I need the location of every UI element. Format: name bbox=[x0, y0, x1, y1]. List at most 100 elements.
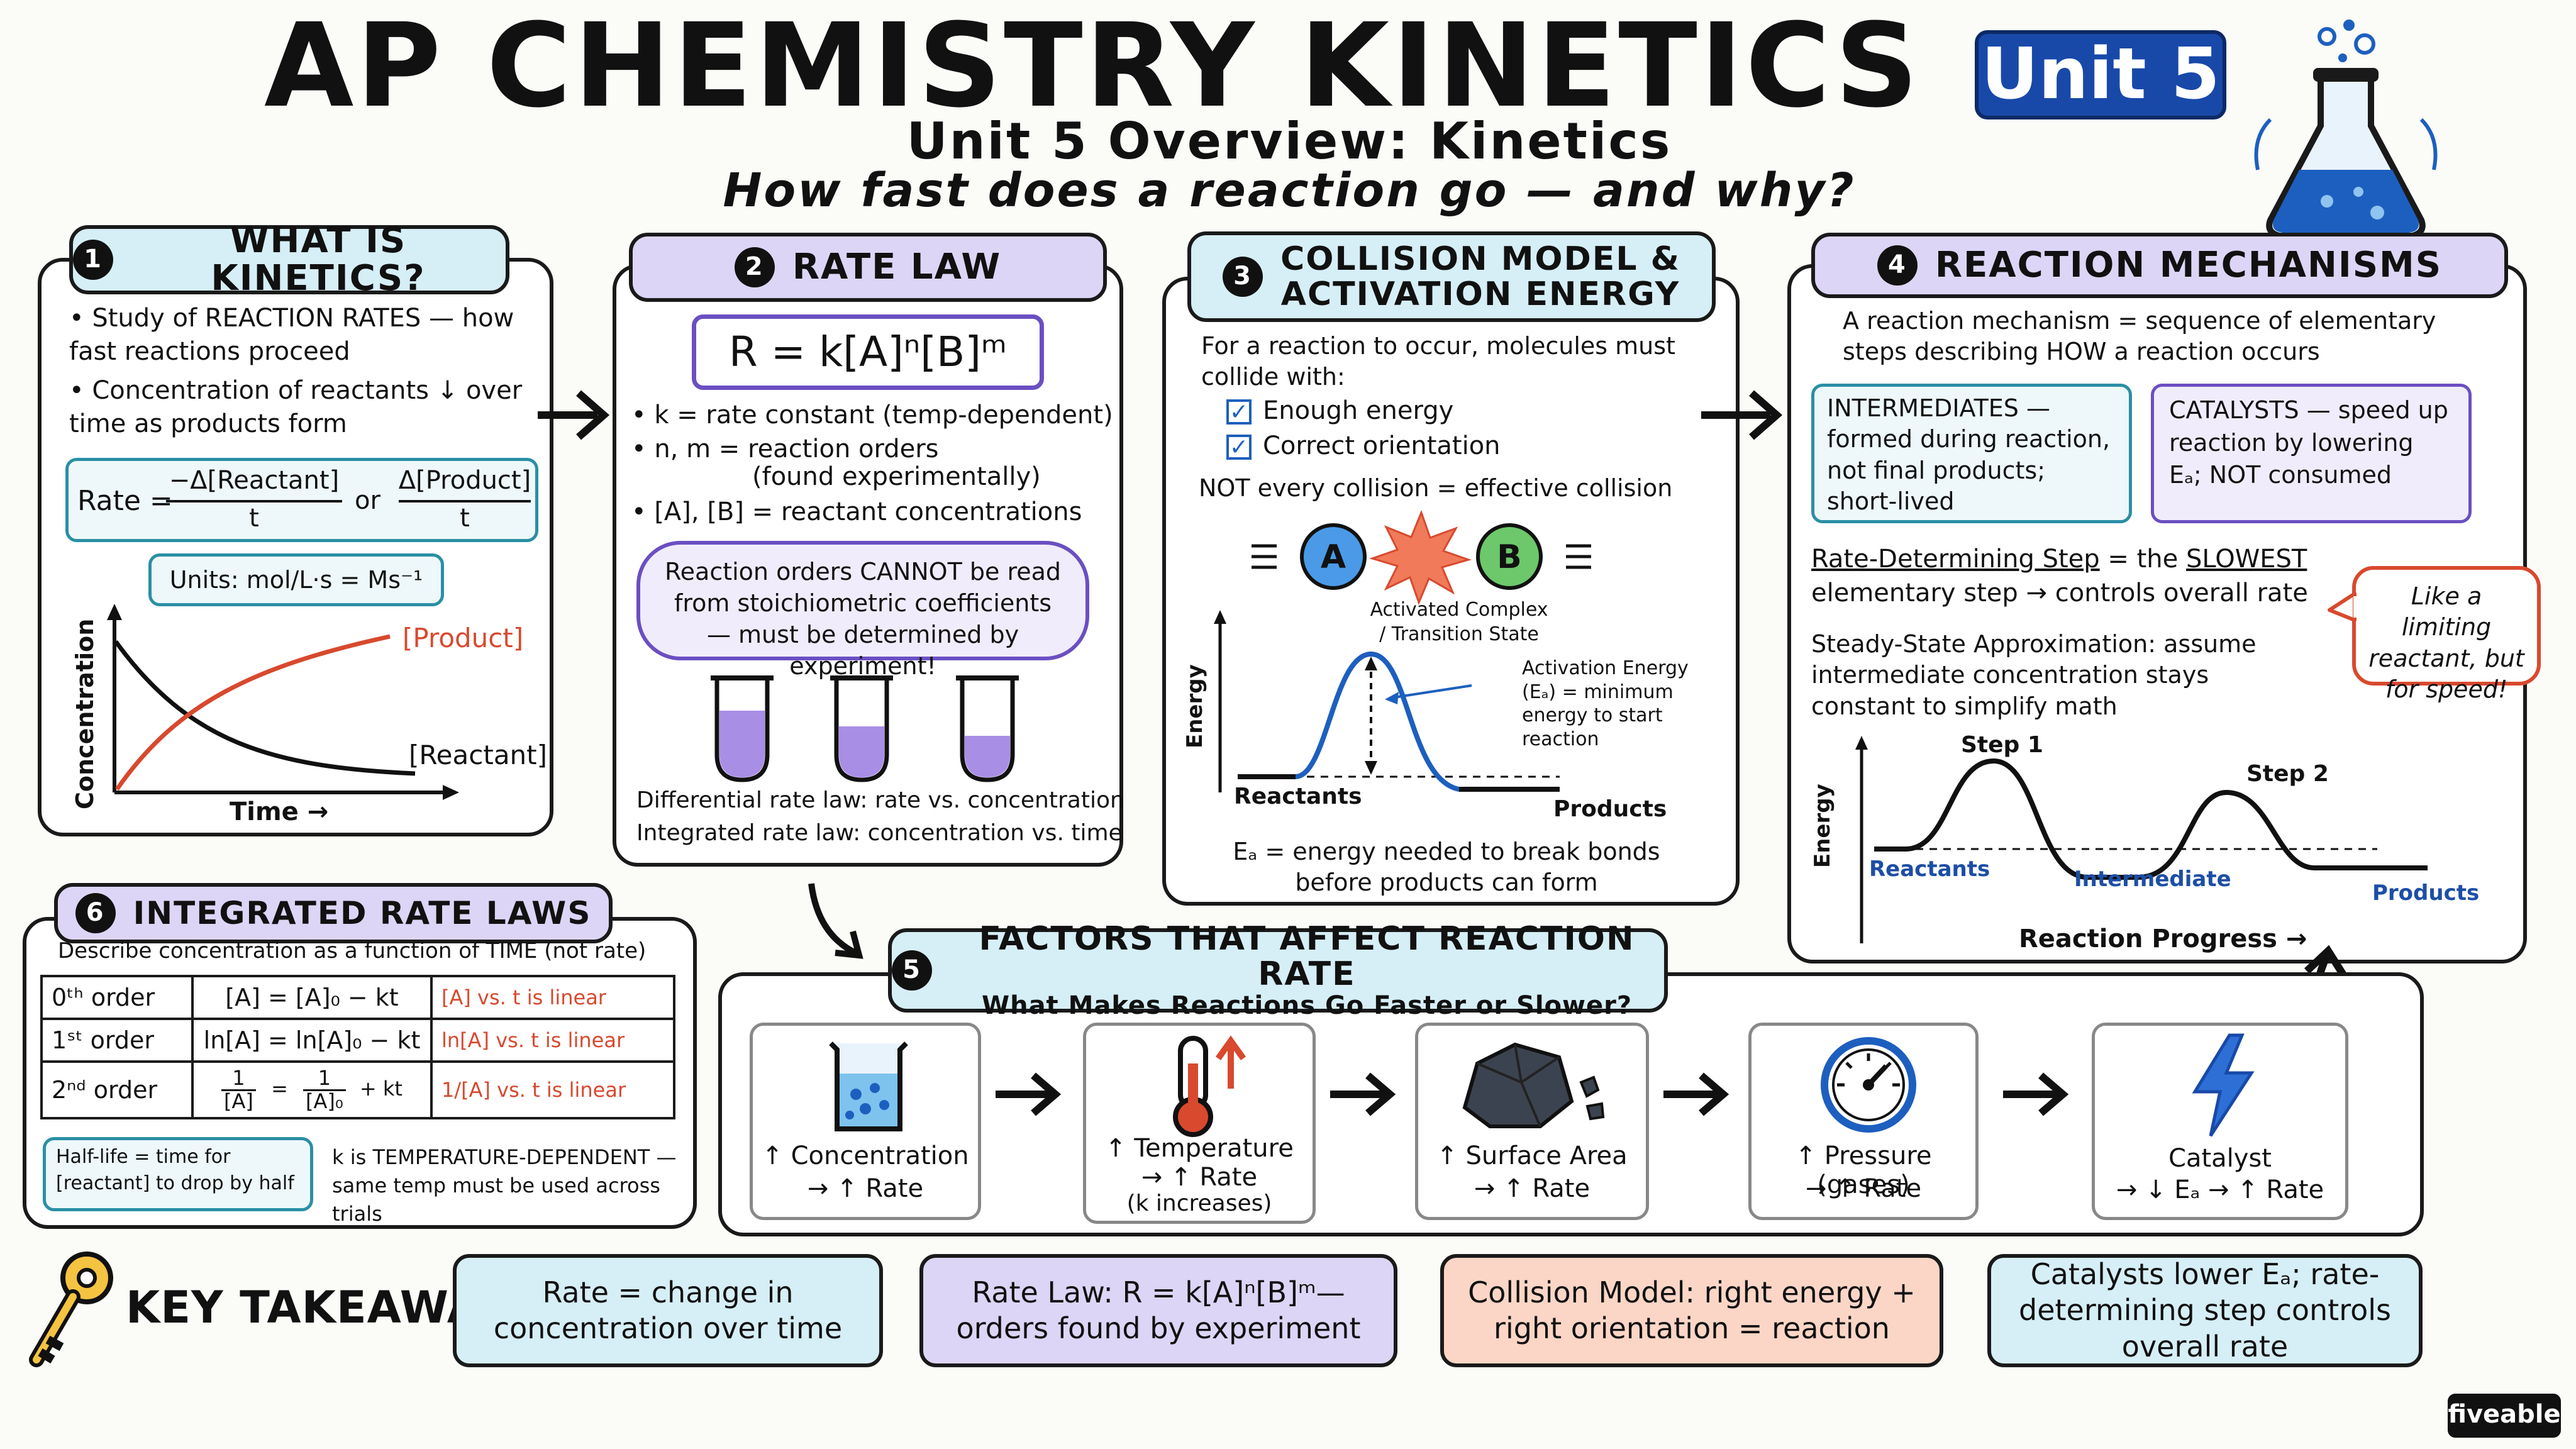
thermometer-icon bbox=[1173, 1035, 1246, 1137]
section-5-header: 5 FACTORS THAT AFFECT REACTION RATE What… bbox=[888, 921, 1668, 1019]
section-5-titles: FACTORS THAT AFFECT REACTION RATE What M… bbox=[950, 921, 1664, 1019]
key-icon bbox=[29, 1252, 113, 1367]
collision-burst-icon bbox=[1369, 509, 1472, 606]
mechanism-definition: A reaction mechanism = sequence of eleme… bbox=[1843, 307, 2436, 366]
section-what-is-kinetics bbox=[38, 258, 553, 836]
factor-surface-area: ↑ Surface Area → ↑ Rate bbox=[1415, 1023, 1649, 1220]
linear-cell: ln[A] vs. t is linear bbox=[430, 1018, 675, 1063]
unit-badge: Unit 5 bbox=[1975, 30, 2226, 119]
arrow-right-icon bbox=[538, 390, 610, 440]
factor-concentration: ↑ Concentration → ↑ Rate bbox=[750, 1023, 981, 1220]
check-correct-orientation: ✓Correct orientation bbox=[1226, 431, 1501, 460]
arrow-down-curve-icon bbox=[808, 883, 863, 959]
s2-bullet-1: • k = rate constant (temp-dependent) bbox=[631, 401, 1113, 430]
rate-numerator-2: Δ[Product] bbox=[398, 466, 531, 495]
section-6-title: INTEGRATED RATE LAWS bbox=[133, 895, 592, 931]
fiveable-logo: fiveable bbox=[2448, 1394, 2561, 1438]
molecule-b-label: B bbox=[1497, 538, 1522, 576]
section-4-header: 4 REACTION MECHANISMS bbox=[1811, 233, 2508, 298]
products-label: Products bbox=[1553, 796, 1667, 822]
check-enough-energy: ✓Enough energy bbox=[1226, 396, 1453, 425]
temperature-dependent-note: k is TEMPERATURE-DEPENDENT — same temp m… bbox=[332, 1145, 677, 1226]
takeaway-rate: Rate = change in concentration over time bbox=[453, 1254, 883, 1367]
checkbox-checked-icon: ✓ bbox=[1226, 399, 1252, 425]
mechanism-intermediate-label: Intermediate bbox=[2074, 867, 2231, 892]
arrow-right-icon bbox=[2003, 1072, 2069, 1116]
section-2-header: 2 RATE LAW bbox=[629, 233, 1107, 302]
arrow-right-icon bbox=[1701, 390, 1783, 440]
step-1-label: Step 1 bbox=[1961, 732, 2043, 758]
table-row: 0ᵗʰ order [A] = [A]₀ − kt [A] vs. t is l… bbox=[40, 975, 675, 1020]
graph-x-label: Time → bbox=[230, 797, 329, 826]
factor-catalyst: Catalyst → ↓ Eₐ → ↑ Rate bbox=[2092, 1023, 2348, 1220]
order-cell: 2ⁿᵈ order bbox=[40, 1060, 194, 1119]
integrated-intro: Describe concentration as a function of … bbox=[58, 938, 647, 963]
order-cell: 0ᵗʰ order bbox=[40, 975, 194, 1020]
law-cell: [A] = [A]₀ − kt bbox=[191, 975, 433, 1020]
section-1-number: 1 bbox=[73, 240, 113, 280]
mechanism-reactants-label: Reactants bbox=[1869, 857, 1990, 882]
effective-collision-note: NOT every collision = effective collisio… bbox=[1199, 474, 1673, 502]
takeaway-collision-model: Collision Model: right energy + right or… bbox=[1440, 1254, 1943, 1367]
intermediates-box: INTERMEDIATES — formed during reaction, … bbox=[1811, 384, 2132, 523]
factor-pressure: ↑ Pressure (gases) → ↑ Rate bbox=[1748, 1023, 1979, 1220]
arrow-right-icon bbox=[996, 1072, 1062, 1116]
factor-5-line-1: Catalyst bbox=[2168, 1144, 2272, 1173]
section-3-number: 3 bbox=[1223, 257, 1263, 297]
fraction-bar-2 bbox=[399, 500, 531, 502]
limiting-reactant-bubble: Like a limiting reactant, but for speed! bbox=[2352, 566, 2541, 703]
collision-intro: For a reaction to occur, molecules must … bbox=[1201, 332, 1675, 391]
arrow-right-icon bbox=[1663, 1072, 1729, 1116]
factor-temperature: ↑ Temperature → ↑ Rate (k increases) bbox=[1083, 1023, 1316, 1224]
table-row: 2ⁿᵈ order 1[A] = 1[A]₀ + kt 1/[A] vs. t … bbox=[40, 1060, 675, 1119]
table-row: 1ˢᵗ order ln[A] = ln[A]₀ − kt ln[A] vs. … bbox=[40, 1018, 675, 1063]
orders-warning-cloud: Reaction orders CANNOT be read from stoi… bbox=[636, 541, 1089, 680]
law-cell: ln[A] = ln[A]₀ − kt bbox=[191, 1018, 433, 1063]
rate-law-equation: R = k[A]ⁿ[B]ᵐ bbox=[692, 314, 1044, 390]
section-3-header: 3 COLLISION MODEL &ACTIVATION ENERGY bbox=[1187, 231, 1716, 322]
section-2-title: RATE LAW bbox=[792, 246, 1002, 287]
s2-bullet-2-note: (found experimentally) bbox=[752, 462, 1041, 491]
differential-rate-law-note: Differential rate law: rate vs. concentr… bbox=[636, 787, 1124, 813]
mechanism-energy-axis-label: Energy bbox=[1810, 784, 1835, 868]
collision-diagram bbox=[1252, 509, 1591, 606]
linear-cell: [A] vs. t is linear bbox=[430, 975, 675, 1020]
flask-icon bbox=[2254, 19, 2438, 240]
activated-complex-label: Activated Complex / Transition State bbox=[1370, 599, 1548, 645]
rock-icon bbox=[1462, 1042, 1605, 1128]
concentration-time-graph bbox=[107, 604, 459, 800]
factor-4-line-2: → ↑ Rate bbox=[1805, 1174, 1922, 1203]
rate-numerator-1: −Δ[Reactant] bbox=[169, 466, 340, 495]
reactants-label: Reactants bbox=[1234, 784, 1362, 809]
arrow-right-icon bbox=[1330, 1072, 1396, 1116]
section-6-number: 6 bbox=[75, 893, 116, 933]
factor-3-line-2: → ↑ Rate bbox=[1474, 1174, 1591, 1203]
section-5-number: 5 bbox=[892, 950, 932, 991]
half-life-box: Half-life = time for [reactant] to drop … bbox=[43, 1137, 313, 1211]
catalysts-box: CATALYSTS — speed up reaction by lowerin… bbox=[2151, 384, 2472, 523]
law-cell: 1[A] = 1[A]₀ + kt bbox=[191, 1060, 433, 1119]
reactant-curve-label: [Reactant] bbox=[409, 740, 548, 770]
product-curve-label: [Product] bbox=[402, 623, 524, 653]
order-cell: 1ˢᵗ order bbox=[40, 1018, 194, 1063]
energy-axis-label: Energy bbox=[1182, 664, 1208, 748]
section-4-title: REACTION MECHANISMS bbox=[1935, 244, 2443, 286]
section-2-number: 2 bbox=[734, 247, 775, 287]
factor-2-line-1: ↑ Temperature bbox=[1105, 1134, 1294, 1163]
section-3-title: COLLISION MODEL &ACTIVATION ENERGY bbox=[1280, 240, 1680, 313]
step-2-label: Step 2 bbox=[2246, 761, 2329, 787]
rate-label: Rate = bbox=[77, 485, 173, 517]
ea-definition: Eₐ = energy needed to break bonds before… bbox=[1233, 838, 1660, 897]
units-box: Units: mol/L·s = Ms⁻¹ bbox=[148, 553, 444, 606]
activation-energy-diagram bbox=[1214, 610, 1560, 792]
s1-bullet-1: • Study of REACTION RATES — how fast rea… bbox=[69, 304, 514, 366]
section-5-subtitle: What Makes Reactions Go Faster or Slower… bbox=[981, 991, 1633, 1020]
factor-2-line-2: → ↑ Rate bbox=[1141, 1163, 1258, 1192]
rate-or: or bbox=[355, 486, 380, 515]
test-tubes-icon bbox=[711, 675, 1019, 782]
lightning-bolt-icon bbox=[2192, 1033, 2255, 1137]
s2-bullet-3: • [A], [B] = reactant concentrations bbox=[631, 497, 1082, 526]
graph-y-label: Concentration bbox=[71, 618, 99, 809]
factor-4-line-1: ↑ Pressure (gases) bbox=[1795, 1141, 1932, 1199]
